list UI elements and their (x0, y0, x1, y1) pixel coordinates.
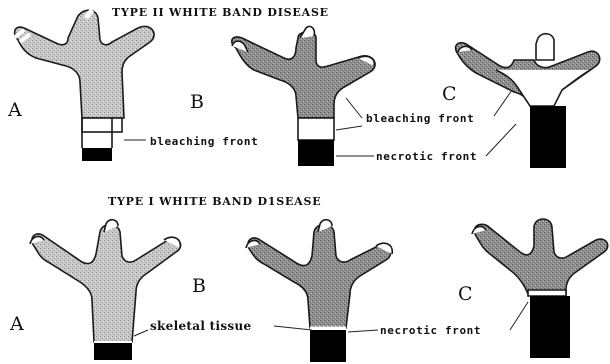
panel-label-a-top: A (7, 99, 22, 121)
coral-type-ii-c (456, 34, 600, 168)
label-bleaching-front-a: bleaching front (150, 135, 258, 148)
leader-necrotic-bottom (348, 330, 378, 332)
coral-type-i-a (30, 220, 181, 360)
leader-bleaching-b (346, 98, 362, 118)
label-necrotic-front-b: necrotic front (376, 150, 477, 163)
label-skeletal-tissue: skeletal tissue (150, 319, 251, 333)
panel-label-b-bottom: B (192, 275, 206, 297)
title-type-ii: TYPE II WHITE BAND DISEASE (112, 6, 329, 19)
leader-bleaching-b2 (336, 126, 362, 130)
leader-necrotic-c (486, 124, 516, 156)
coral-type-i-c (472, 219, 608, 358)
panel-label-b-top: B (190, 91, 204, 113)
panel-label-c-bottom: C (458, 283, 473, 305)
label-necrotic-front-bottom: necrotic front (380, 324, 481, 337)
coral-type-ii-a (14, 10, 154, 161)
leader-necrotic-c-bottom (510, 302, 528, 330)
leader-skeletal (134, 330, 148, 336)
coral-type-i-b (246, 220, 392, 362)
title-type-i: TYPE I WHITE BAND D1SEASE (108, 195, 321, 208)
leader-bleaching-c (494, 90, 512, 116)
label-bleaching-front-b: bleaching front (366, 112, 474, 125)
panel-label-c-top: C (442, 83, 457, 105)
leader-skeletal-b (274, 326, 312, 330)
panel-label-a-bottom: A (9, 313, 24, 335)
